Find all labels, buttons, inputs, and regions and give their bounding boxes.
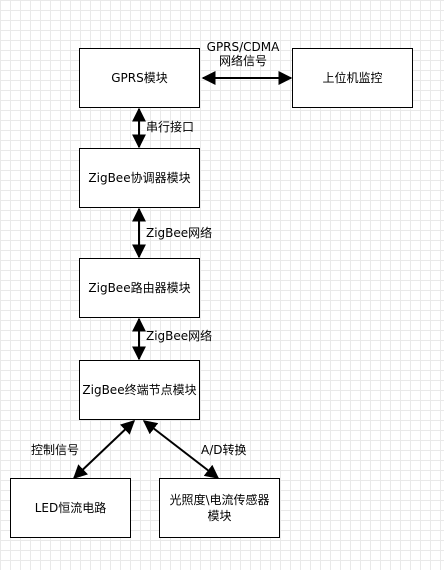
node-host-monitor[interactable]: 上位机监控 (292, 48, 413, 108)
edge-endnode-sensor (142, 420, 220, 479)
node-zigbee-endnode[interactable]: ZigBee终端节点模块 (79, 360, 200, 420)
edge-label-serial-interface: 串行接口 (146, 120, 195, 134)
node-zigbee-coordinator[interactable]: ZigBee协调器模块 (79, 148, 200, 208)
edge-label-zigbee-network-1: ZigBee网络 (146, 226, 213, 240)
edge-label-zigbee-network-2: ZigBee网络 (146, 329, 213, 343)
edge-label-ad-conversion: A/D转换 (201, 443, 247, 457)
node-sensor-module[interactable]: 光照度\电流传感器模块 (159, 478, 280, 538)
edge-label-gprs-host-line1: GPRS/CDMA (206, 40, 280, 54)
edge-label-gprs-host-line2: 网络信号 (218, 54, 267, 68)
edge-endnode-led (72, 420, 136, 479)
node-led-circuit[interactable]: LED恒流电路 (10, 478, 131, 538)
node-zigbee-router[interactable]: ZigBee路由器模块 (79, 258, 200, 318)
edge-label-control-signal: 控制信号 (31, 443, 80, 457)
node-gprs-module[interactable]: GPRS模块 (79, 48, 200, 108)
